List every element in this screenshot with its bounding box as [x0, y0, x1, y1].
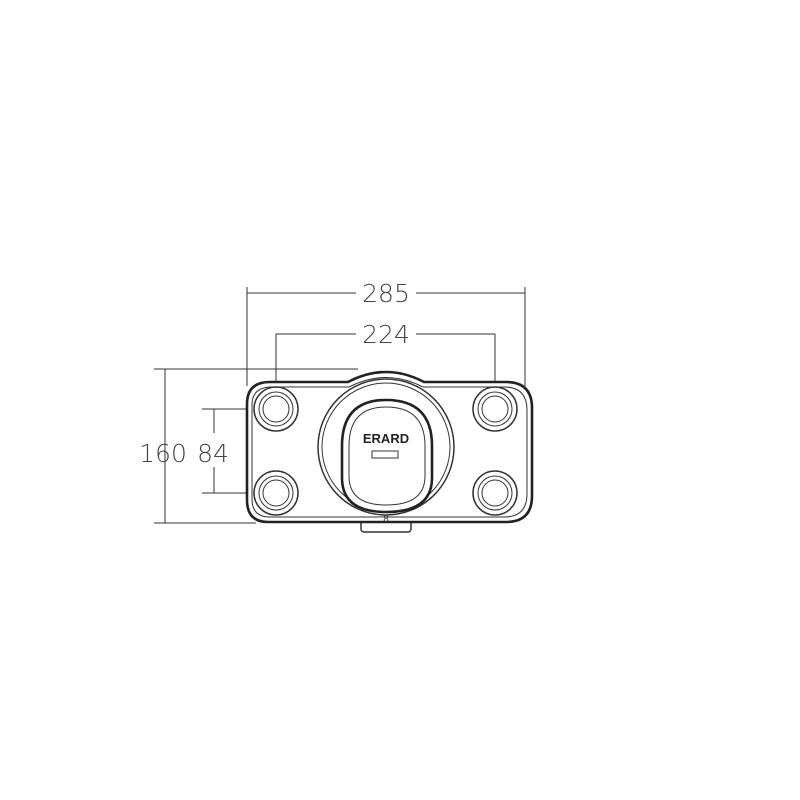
brand-logo-text: ERARD — [363, 431, 409, 446]
device-body: ERARD 8 — [245, 370, 534, 533]
mounting-hole-bottom-right — [472, 470, 518, 516]
dimension-overall-height: 160 — [139, 368, 358, 524]
indicator-slot — [371, 450, 399, 459]
mounting-hole-top-right — [472, 386, 518, 432]
dimension-label-84: 84 — [197, 439, 229, 468]
mounting-plate-inner-outline — [251, 377, 528, 518]
dimension-label-224: 224 — [362, 320, 410, 349]
mounting-hole-bottom-left — [253, 470, 299, 516]
dimension-label-160: 160 — [139, 439, 187, 468]
bottom-tab-mark: 8 — [383, 514, 389, 525]
dimension-label-285: 285 — [362, 279, 410, 308]
dimension-hole-spacing-horizontal: 224 — [275, 320, 496, 410]
mounting-hole-top-left — [253, 386, 299, 432]
dimension-overall-width: 285 — [246, 279, 526, 386]
control-face-outer — [340, 398, 434, 514]
center-housing-outer — [317, 378, 455, 516]
control-face-inner — [348, 406, 426, 506]
